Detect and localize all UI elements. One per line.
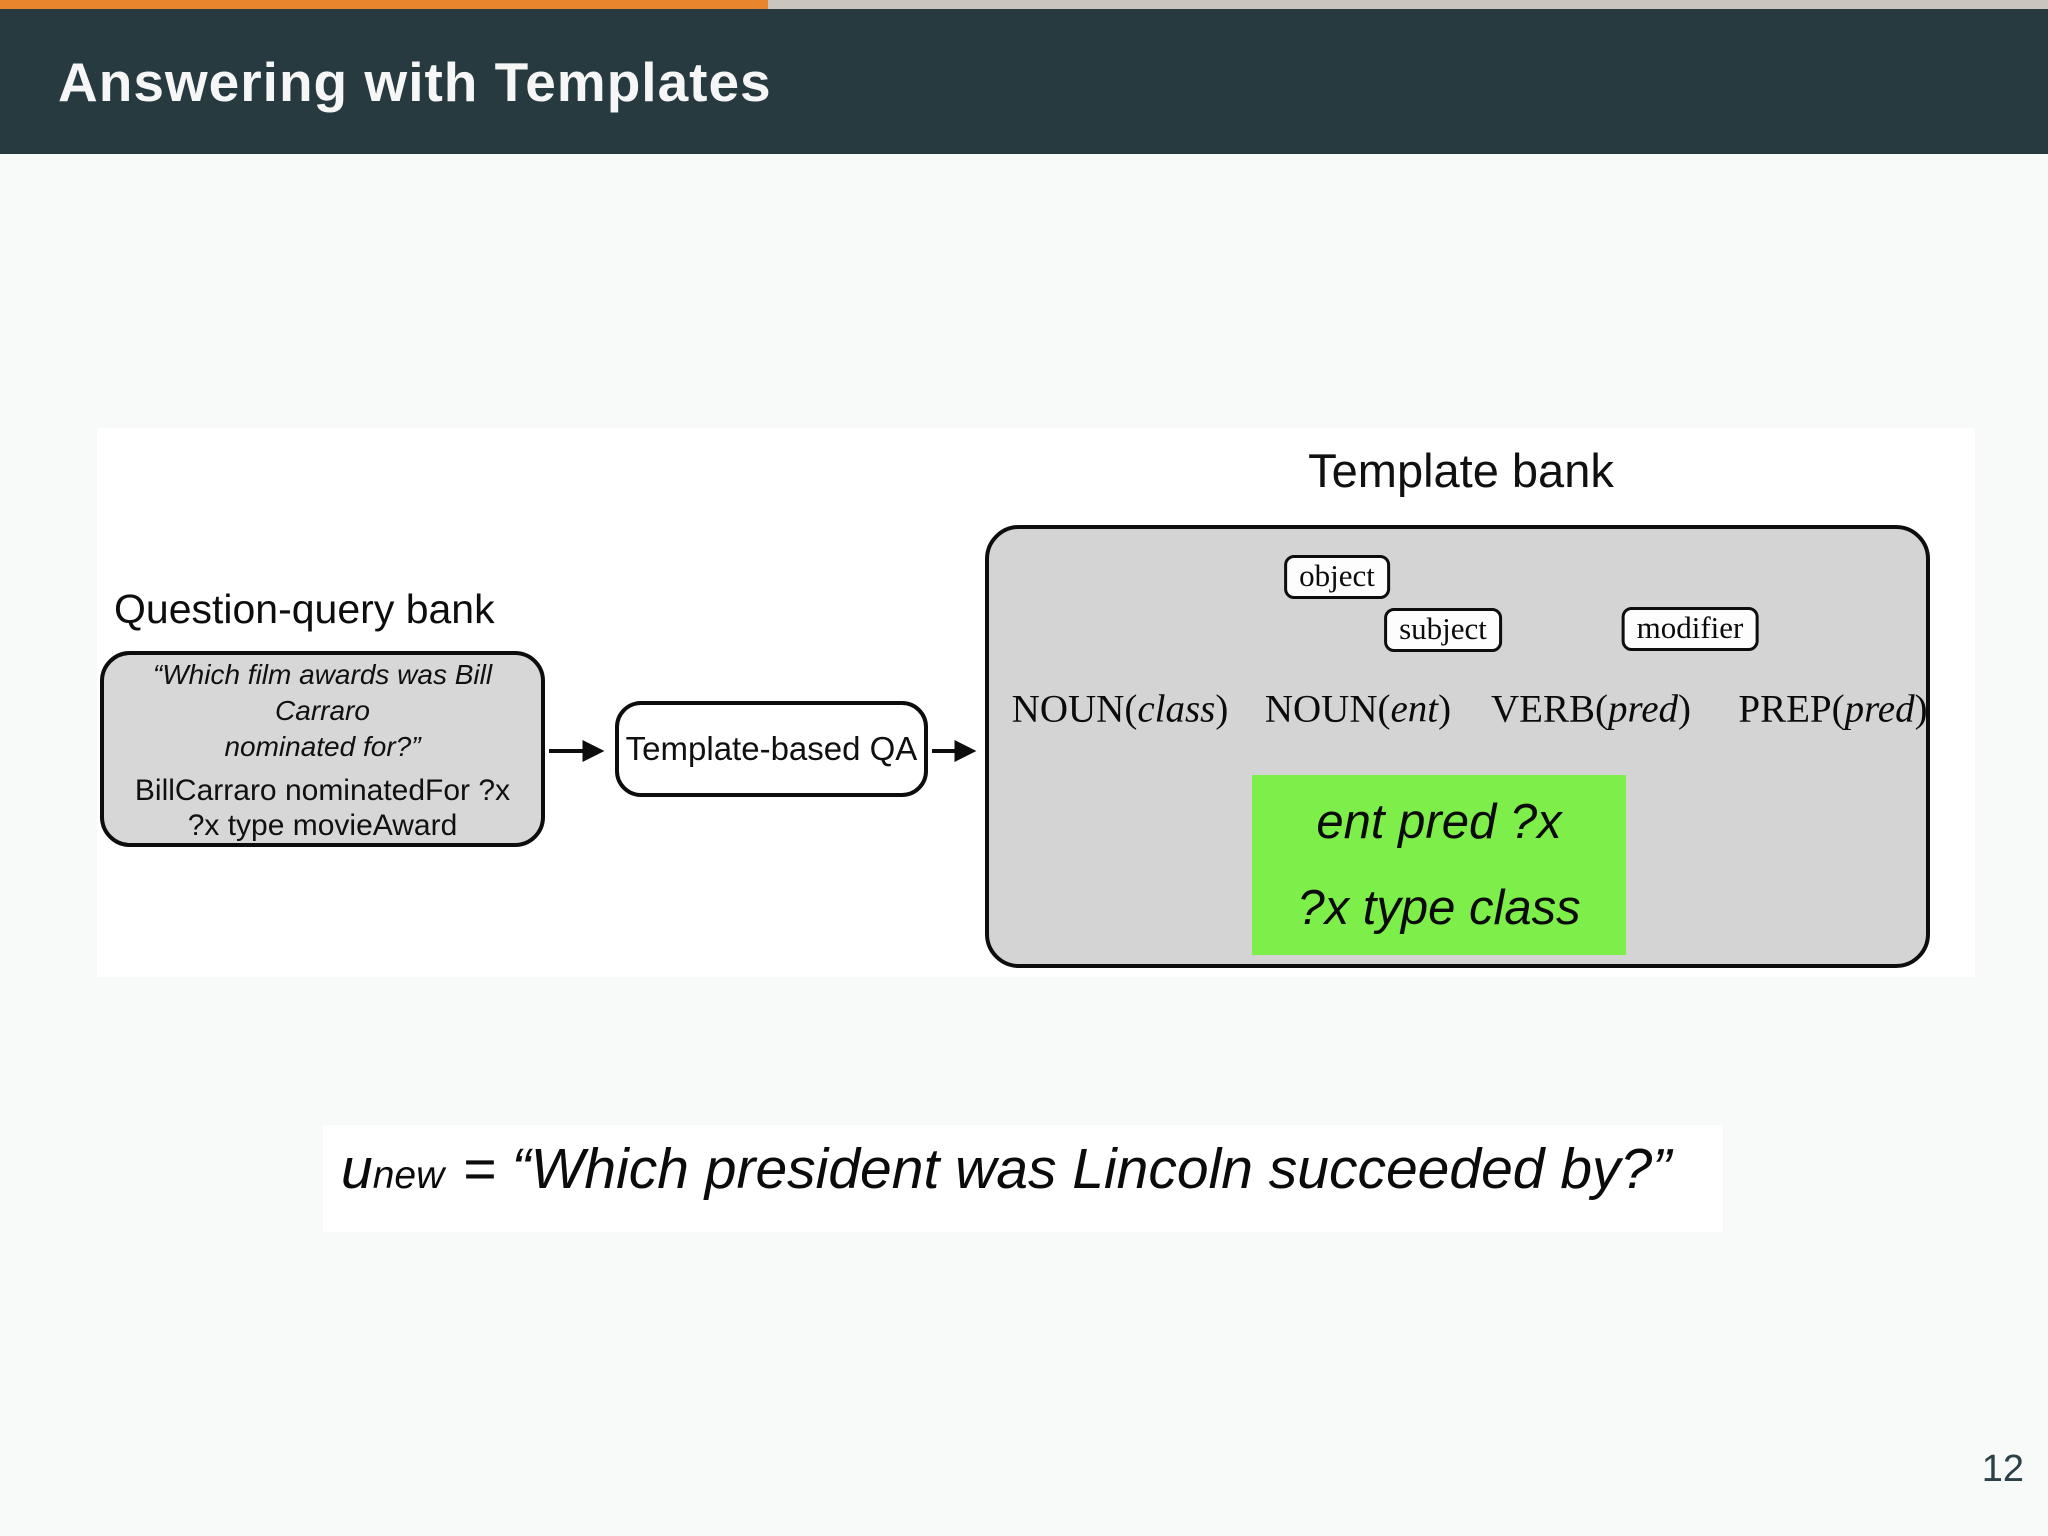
template-bank-title: Template bank — [1308, 444, 1614, 497]
query-line2: ?x type movieAward — [187, 809, 458, 842]
highlighted-template-box: ent pred ?x ?x type class — [1252, 775, 1626, 955]
bank-word-noun-ent: NOUN(ent) — [1265, 687, 1451, 732]
word-arg: pred — [1607, 687, 1679, 731]
question-quote-line2: nominated for?” — [224, 731, 421, 762]
template-line2: ?x type class — [1297, 881, 1581, 935]
word-close: ) — [1914, 687, 1928, 731]
slide-header: Answering with Templates — [0, 9, 2048, 154]
formula-panel — [323, 1125, 1723, 1232]
question-query-bank-label: Question-query bank — [114, 586, 495, 632]
word-close: ) — [1438, 687, 1452, 731]
template-based-qa-box: Template-based QA — [615, 701, 928, 797]
word-head: NOUN( — [1264, 687, 1391, 731]
bank-word-noun-class: NOUN(class) — [1012, 687, 1229, 732]
word-arg: class — [1137, 687, 1216, 731]
slide-title: Answering with Templates — [58, 50, 772, 113]
word-head: NOUN( — [1011, 687, 1138, 731]
word-arg: pred — [1844, 687, 1915, 731]
question-query-bank-box: “Which film awards was Bill Carraro nomi… — [100, 651, 545, 847]
bank-word-verb-pred: VERB(pred) — [1491, 687, 1691, 732]
question-quote-line1: “Which film awards was Bill Carraro — [152, 659, 493, 726]
relation-label-subject: subject — [1384, 608, 1502, 652]
word-head: PREP( — [1738, 687, 1845, 731]
template-line1: ent pred ?x — [1316, 795, 1562, 849]
word-close: ) — [1678, 687, 1692, 731]
slide-progress-track — [0, 0, 2048, 9]
word-head: VERB( — [1490, 687, 1608, 731]
relation-label-object: object — [1284, 555, 1390, 599]
page-number: 12 — [1981, 1448, 2024, 1490]
relation-label-modifier: modifier — [1621, 607, 1759, 651]
template-based-qa-label: Template-based QA — [625, 730, 918, 767]
query-line1: BillCarraro nominatedFor ?x — [134, 774, 511, 807]
slide-progress-fill — [0, 0, 768, 9]
bank-word-prep-pred: PREP(pred) — [1738, 687, 1927, 732]
formula-variable: u — [341, 1137, 373, 1201]
word-arg: ent — [1390, 687, 1439, 731]
word-close: ) — [1215, 687, 1229, 731]
formula-text: = “Which president was Lincoln succeeded… — [462, 1137, 1672, 1201]
